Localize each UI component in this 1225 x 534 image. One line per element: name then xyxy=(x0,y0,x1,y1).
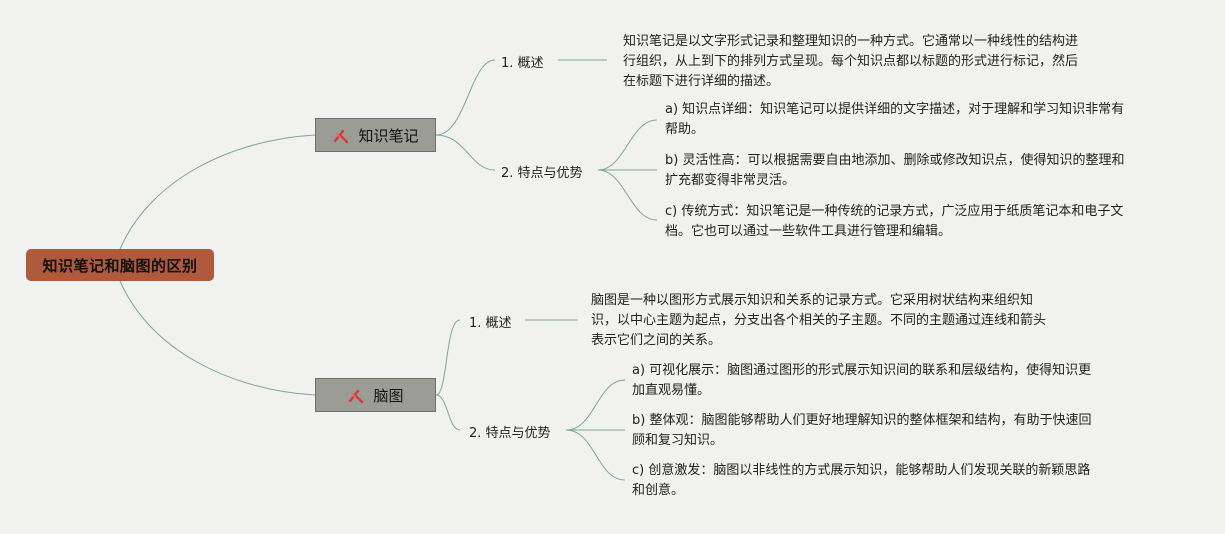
text-line: c) 创意激发：脑图以非线性的方式展示知识，能够帮助人们发现关联的新颖思路 xyxy=(632,463,1091,478)
branch-label: 脑图 xyxy=(373,386,404,405)
text-line: b) 灵活性高：可以根据需要自由地添加、删除或修改知识点，使得知识的整理和 xyxy=(665,153,1125,168)
notes-feature-c[interactable]: c) 传统方式：知识笔记是一种传统的记录方式，广泛应用于纸质笔记本和电子文 档。… xyxy=(665,202,1123,242)
root-topic[interactable]: 知识笔记和脑图的区别 xyxy=(26,249,214,281)
connector-mindmap-to-overview xyxy=(435,319,461,396)
connector-root-to-notes xyxy=(119,134,316,250)
connector-mindmap-to-features xyxy=(435,394,461,431)
branch-mind-map[interactable]: 脑图 xyxy=(315,378,436,412)
connector-notes-features-to-c xyxy=(597,169,658,221)
connector-mindmap-features-to-a xyxy=(565,379,626,431)
connector-root-to-mindmap xyxy=(119,280,316,396)
root-topic-label: 知识笔记和脑图的区别 xyxy=(42,256,198,275)
text-line: 脑图是一种以图形方式展示知识和关系的记录方式。它采用树状结构来组织知 xyxy=(591,293,1034,308)
connector-notes-to-features xyxy=(435,134,496,171)
notes-features-label[interactable]: 2. 特点与优势 xyxy=(501,166,583,181)
text-line: 在标题下进行详细的描述。 xyxy=(623,74,780,89)
branch-label: 知识笔记 xyxy=(358,126,419,145)
text-line: 加直观易懂。 xyxy=(632,383,711,398)
connector-notes-features-to-a xyxy=(597,119,658,171)
connector-mindmap-features-to-c xyxy=(565,429,626,481)
text-line: 顾和复习知识。 xyxy=(632,433,724,448)
text-line: 档。它也可以通过一些软件工具进行管理和编辑。 xyxy=(665,224,952,239)
text-line: 知识笔记是以文字形式记录和整理知识的一种方式。它通常以一种线性的结构进 xyxy=(623,34,1079,49)
text-line: 行组织，从上到下的排列方式呈现。每个知识点都以标题的形式进行标记，然后 xyxy=(623,54,1079,69)
text-line: b) 整体观：脑图能够帮助人们更好地理解知识的整体框架和结构，有助于快速回 xyxy=(632,413,1092,428)
marker-pen-icon xyxy=(334,129,349,144)
notes-overview-description: 知识笔记是以文字形式记录和整理知识的一种方式。它通常以一种线性的结构进 行组织，… xyxy=(623,32,1078,92)
text-line: 识，以中心主题为起点，分支出各个相关的子主题。不同的主题通过连线和箭头 xyxy=(591,313,1047,328)
notes-feature-a[interactable]: a) 知识点详细：知识笔记可以提供详细的文字描述，对于理解和学习知识非常有 帮助… xyxy=(665,100,1124,140)
text-line: 表示它们之间的关系。 xyxy=(591,333,722,348)
connector-notes-to-overview xyxy=(435,59,496,136)
notes-feature-b[interactable]: b) 灵活性高：可以根据需要自由地添加、删除或修改知识点，使得知识的整理和 扩充… xyxy=(665,151,1124,191)
mindmap-overview-label[interactable]: 1. 概述 xyxy=(469,316,512,331)
mindmap-features-label[interactable]: 2. 特点与优势 xyxy=(469,426,551,441)
text-line: 扩充都变得非常灵活。 xyxy=(665,173,796,188)
notes-overview-label[interactable]: 1. 概述 xyxy=(501,56,544,71)
mindmap-feature-a[interactable]: a) 可视化展示：脑图通过图形的形式展示知识间的联系和层级结构，使得知识更 加直… xyxy=(632,361,1091,401)
marker-pen-icon xyxy=(349,389,364,404)
text-line: 和创意。 xyxy=(632,483,685,498)
text-line: a) 知识点详细：知识笔记可以提供详细的文字描述，对于理解和学习知识非常有 xyxy=(665,102,1125,117)
branch-knowledge-notes[interactable]: 知识笔记 xyxy=(315,118,436,152)
mindmap-feature-b[interactable]: b) 整体观：脑图能够帮助人们更好地理解知识的整体框架和结构，有助于快速回 顾和… xyxy=(632,411,1091,451)
mindmap-overview-description: 脑图是一种以图形方式展示知识和关系的记录方式。它采用树状结构来组织知 识，以中心… xyxy=(591,291,1046,351)
text-line: a) 可视化展示：脑图通过图形的形式展示知识间的联系和层级结构，使得知识更 xyxy=(632,363,1092,378)
text-line: c) 传统方式：知识笔记是一种传统的记录方式，广泛应用于纸质笔记本和电子文 xyxy=(665,204,1124,219)
mindmap-feature-c[interactable]: c) 创意激发：脑图以非线性的方式展示知识，能够帮助人们发现关联的新颖思路 和创… xyxy=(632,461,1090,501)
text-line: 帮助。 xyxy=(665,122,705,137)
